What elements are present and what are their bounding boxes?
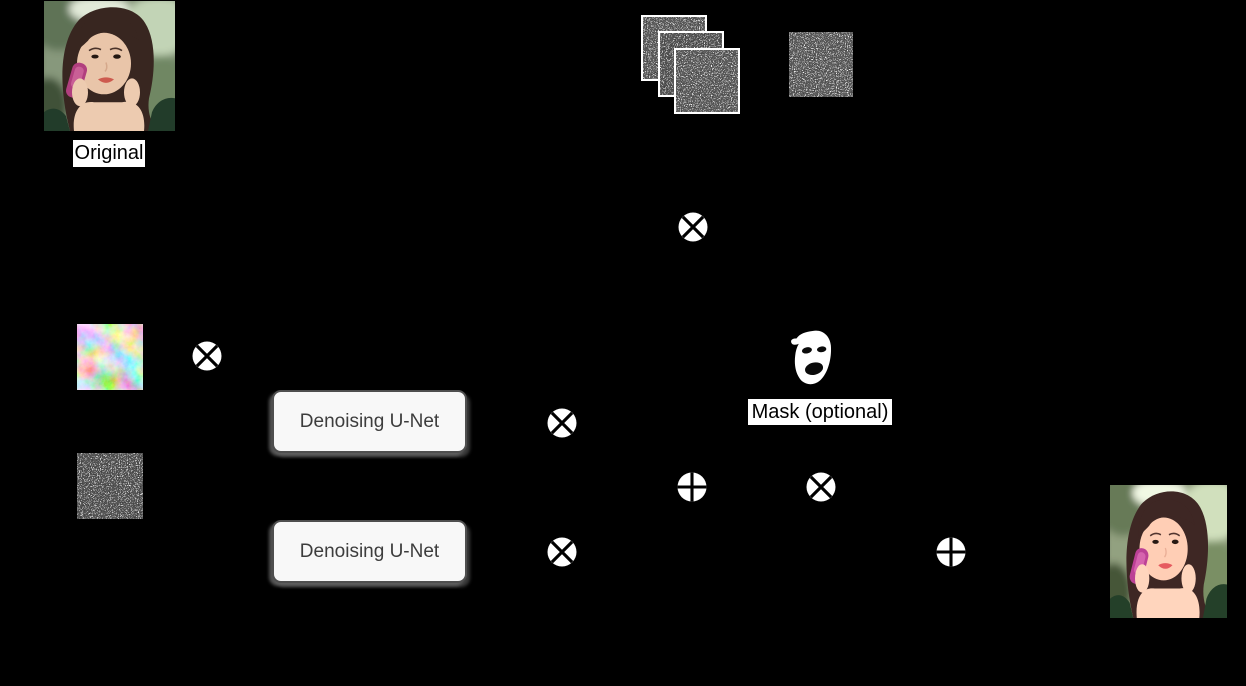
multiply-operator-icon — [678, 212, 708, 242]
denoising-unet-box-bottom: Denoising U-Net — [272, 520, 467, 583]
color-noise-image — [77, 324, 143, 390]
noise-image-top — [789, 32, 853, 97]
multiply-operator-icon — [547, 537, 577, 567]
face-mask-icon — [791, 330, 832, 385]
multiply-operator-icon — [806, 472, 836, 502]
add-operator-icon — [936, 537, 966, 567]
multiply-operator-icon — [547, 408, 577, 438]
original-label: Original — [73, 140, 145, 167]
gray-noise-image — [77, 453, 143, 519]
result-photo — [1110, 485, 1227, 618]
denoising-unet-box-top: Denoising U-Net — [272, 390, 467, 453]
multiply-operator-icon — [192, 341, 222, 371]
denoising-unet-label: Denoising U-Net — [299, 540, 440, 562]
mask-label: Mask (optional) — [748, 399, 892, 425]
denoising-unet-label: Denoising U-Net — [299, 410, 440, 432]
original-photo — [44, 1, 175, 131]
add-operator-icon — [677, 472, 707, 502]
noise-stack-front-image — [674, 48, 740, 114]
